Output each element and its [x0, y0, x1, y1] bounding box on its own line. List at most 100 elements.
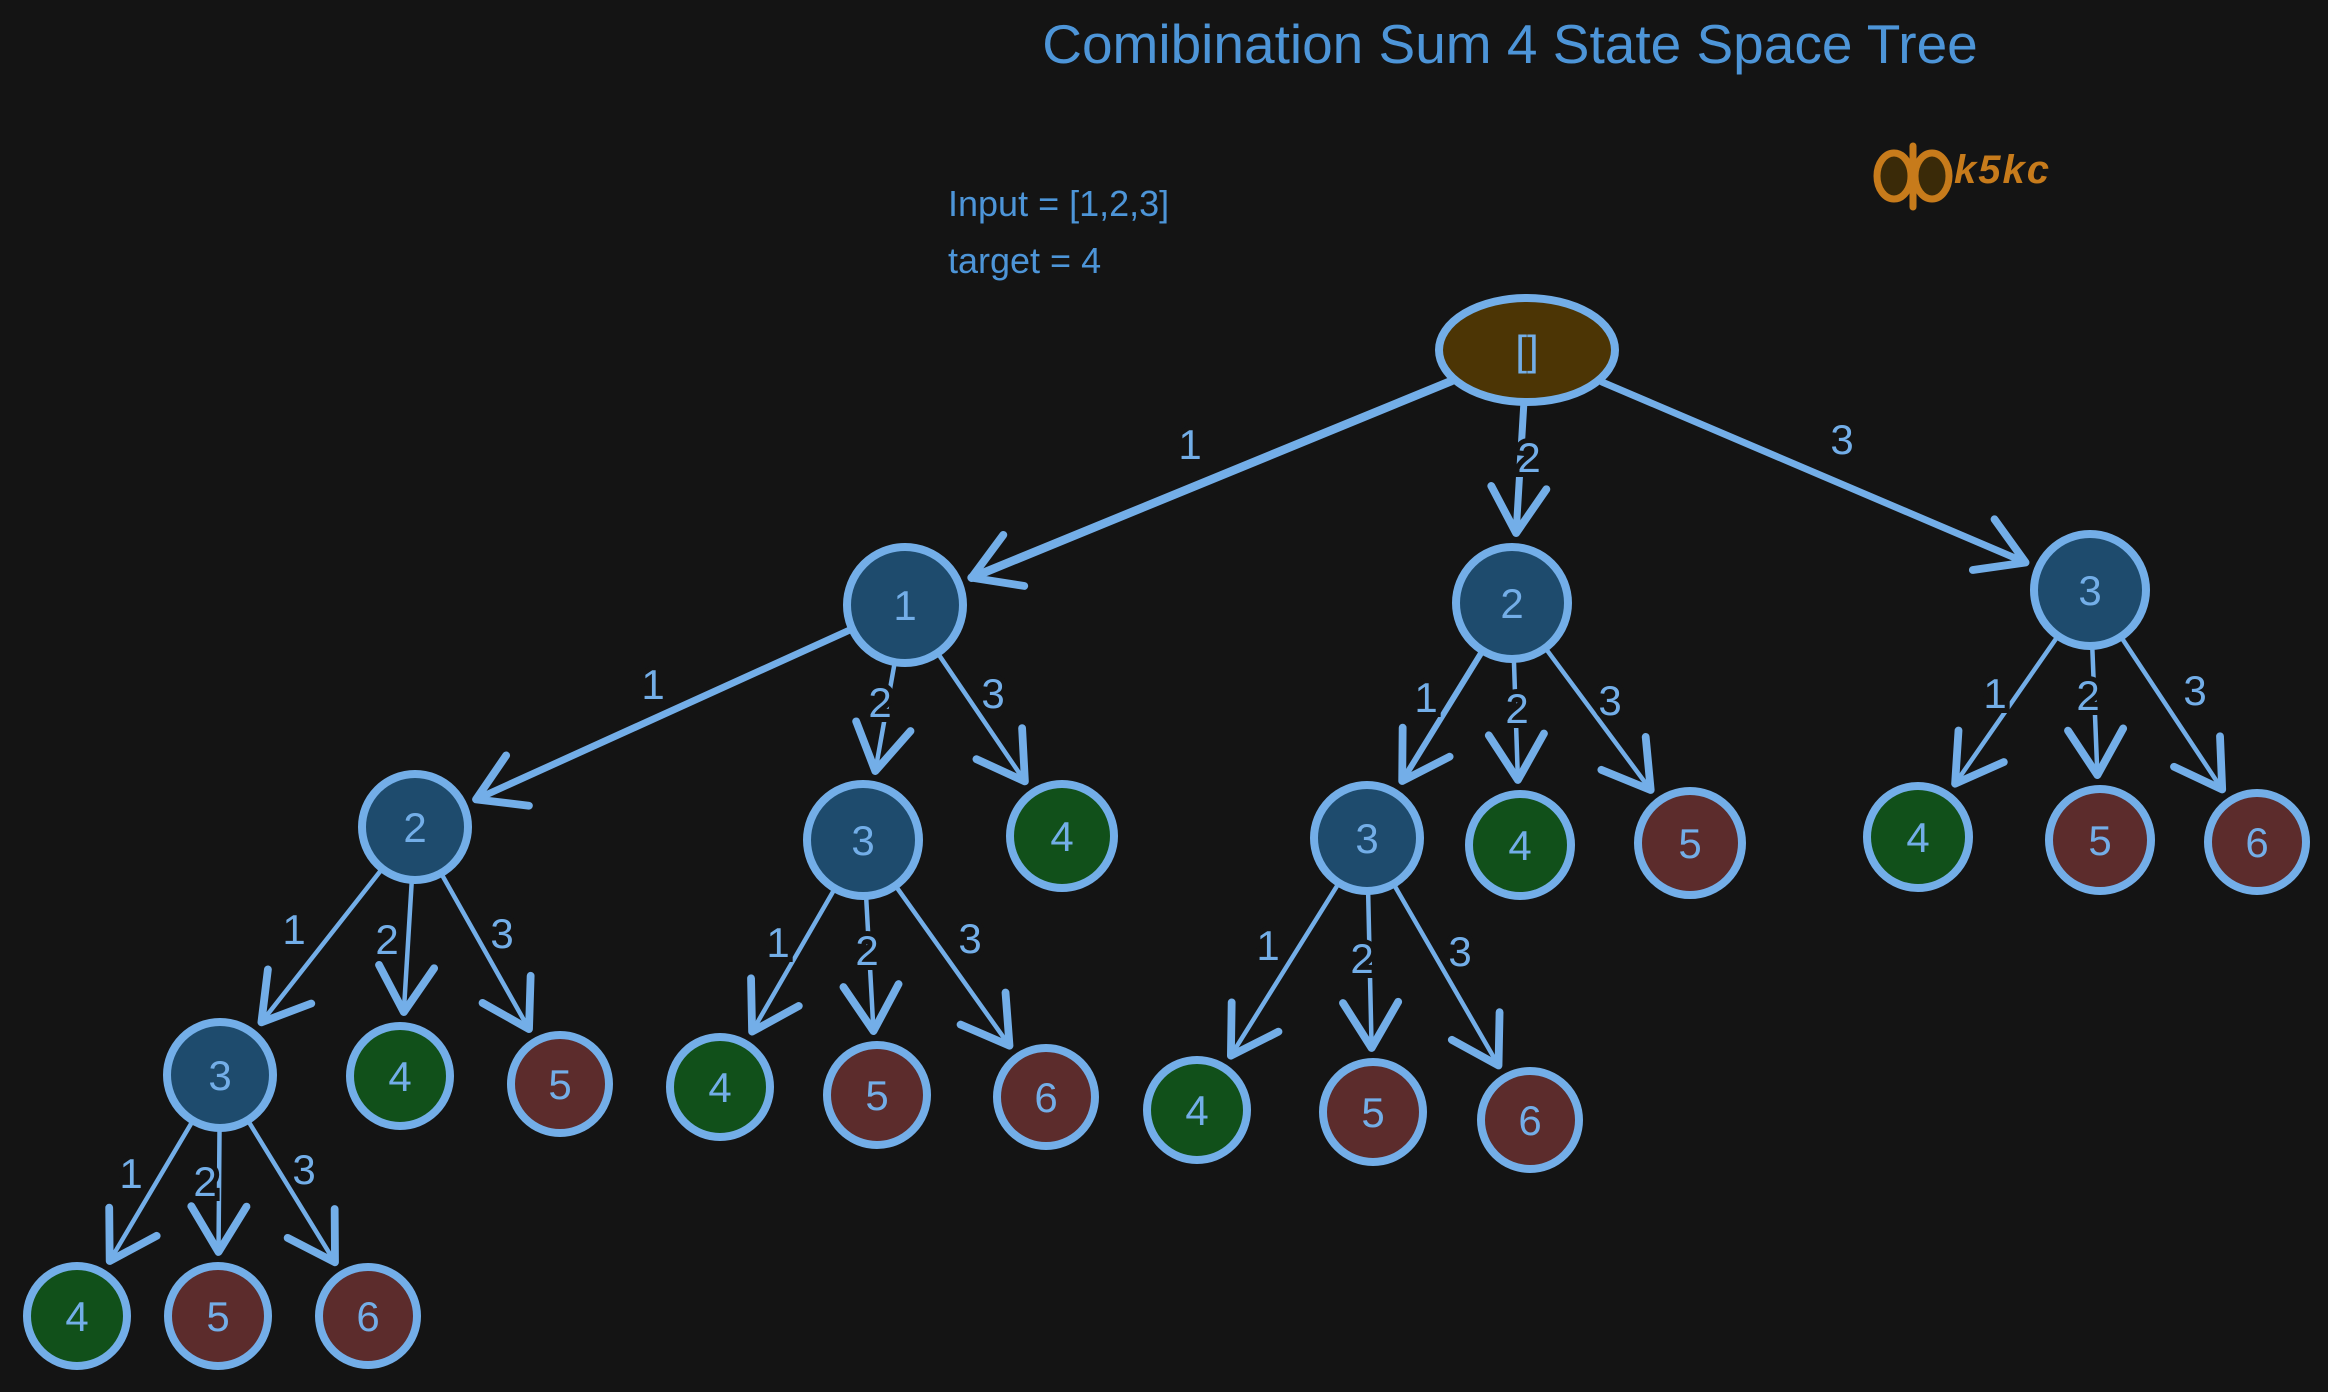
tree-node-label-1.3.5: 5	[865, 1072, 888, 1119]
edge-label-1.2-to-1.2.4: 2	[375, 916, 398, 963]
edge-label-1.3-to-1.3.6: 3	[958, 915, 981, 962]
tree-node-label-3.4: 4	[1906, 814, 1929, 861]
tree-edge-2.3-to-2.3.6	[1393, 885, 1504, 1070]
butterfly-lens-icon	[1873, 142, 1953, 211]
edge-label-1-to-1.4: 3	[981, 670, 1004, 717]
tree-edge-1.2-to-1.2.3	[257, 869, 383, 1027]
tree-node-1.3.6	[993, 1044, 1099, 1150]
tree-node-label-1.3.6: 6	[1034, 1074, 1057, 1121]
edge-label-1.3-to-1.3.5: 2	[855, 927, 878, 974]
tree-edge-root-to-2	[1487, 402, 1551, 537]
tree-edge-3-to-3.4	[1951, 636, 2058, 788]
tree-node-label-2.5: 5	[1678, 820, 1701, 867]
tree-node-label-1.2.4: 4	[388, 1053, 411, 1100]
edge-label-3-to-3.5: 2	[2076, 672, 2099, 719]
tree-node-2.3.4	[1143, 1056, 1251, 1164]
tree-node-label-1.4: 4	[1050, 813, 1073, 860]
tree-node-1.2.3.6	[315, 1263, 421, 1369]
logo-text: k5kc	[1954, 148, 2051, 192]
tree-node-label-1: 1	[893, 582, 916, 629]
tree-node-label-1.3.4: 4	[708, 1064, 731, 1111]
tree-node-label-2: 2	[1500, 580, 1523, 627]
edge-label-2-to-2.5: 3	[1598, 677, 1621, 724]
tree-node-label-2.3: 3	[1355, 815, 1378, 862]
tree-node-3.5	[2045, 785, 2155, 895]
input-annotation: Input = [1,2,3]	[948, 183, 1170, 224]
tree-node-label-2.4: 4	[1508, 822, 1531, 869]
tree-node-1	[843, 543, 967, 667]
tree-edge-1-to-1.4	[937, 654, 1029, 786]
tree-edge-2-to-2.5	[1545, 648, 1655, 794]
tree-node-2.5	[1634, 787, 1746, 899]
tree-node-2.4	[1465, 790, 1575, 900]
tree-edge-1.2.3-to-1.2.3.5	[187, 1129, 251, 1256]
tree-node-label-2.3.5: 5	[1361, 1089, 1384, 1136]
tree-node-label-2.3.6: 6	[1518, 1097, 1541, 1144]
tree-node-label-3.6: 6	[2245, 819, 2268, 866]
tree-node-label-1.2.3.5: 5	[206, 1293, 229, 1340]
edge-label-2-to-2.3: 1	[1414, 674, 1437, 721]
edge-label-3-to-3.6: 3	[2183, 667, 2206, 714]
tree-edge-1.3-to-1.3.6	[895, 886, 1014, 1050]
edge-label-1.2.3-to-1.2.3.6: 3	[292, 1146, 315, 1193]
tree-node-1.2.3	[163, 1018, 277, 1132]
edge-label-1.2-to-1.2.5: 3	[490, 910, 513, 957]
tree-node-label-1.2: 2	[403, 804, 426, 851]
tree-node-1.3.4	[666, 1033, 774, 1141]
tree-edge-2-to-2.3	[1398, 651, 1484, 785]
edge-label-1.2.3-to-1.2.3.5: 2	[193, 1158, 216, 1205]
tree-node-2.3.5	[1319, 1058, 1427, 1166]
edge-label-2.3-to-2.3.4: 1	[1256, 922, 1279, 969]
tree-node-1.2.3.5	[164, 1262, 272, 1370]
edge-label-root-to-1: 1	[1178, 421, 1201, 468]
target-annotation: target = 4	[948, 240, 1102, 281]
edge-label-1-to-1.3: 2	[868, 679, 891, 726]
tree-edge-root-to-3	[1598, 378, 2030, 574]
tree-node-1.3	[803, 780, 923, 900]
tree-node-1.2	[358, 770, 472, 884]
tree-node-label-root: []	[1515, 327, 1538, 374]
tree-node-2.3	[1310, 781, 1424, 895]
tree-edge-1-to-1.2	[472, 627, 852, 810]
tree-node-2.3.6	[1477, 1067, 1583, 1173]
tree-edge-2.3-to-2.3.4	[1227, 884, 1340, 1060]
tree-node-3.6	[2204, 789, 2310, 895]
tree-node-1.3.5	[823, 1041, 931, 1149]
tree-edge-root-to-1	[967, 376, 1456, 590]
tree-node-label-1.3: 3	[851, 817, 874, 864]
tree-node-1.2.3.4	[23, 1262, 131, 1370]
tree-edge-1-to-1.3	[852, 663, 915, 775]
edge-label-1.3-to-1.3.4: 1	[766, 919, 789, 966]
tree-node-label-1.2.3.6: 6	[356, 1293, 379, 1340]
tree-node-1.4	[1006, 780, 1118, 892]
edge-label-1-to-1.2: 1	[641, 661, 664, 708]
edge-label-2.3-to-2.3.6: 3	[1448, 928, 1471, 975]
page-title: Comibination Sum 4 State Space Tree	[1042, 13, 1978, 75]
tree-edge-1.2-to-1.2.5	[440, 874, 535, 1033]
tree-edge-1.3-to-1.3.4	[747, 889, 836, 1036]
tree-edge-1.2.3-to-1.2.3.4	[105, 1121, 194, 1265]
tree-node-label-1.2.3: 3	[208, 1052, 231, 1099]
edge-label-2-to-2.4: 2	[1505, 685, 1528, 732]
edge-label-root-to-3: 3	[1830, 416, 1853, 463]
tree-edge-2-to-2.4	[1484, 660, 1548, 784]
tree-node-1.2.4	[346, 1022, 454, 1130]
tree-edges-layer: 1 2 3 1 2 3 1 2 3 1 2 3 1 2 3 1 2 3 1 2 3 1 2 3	[105, 376, 2227, 1267]
tree-edge-3-to-3.6	[2120, 637, 2227, 794]
tree-node-3.4	[1863, 782, 1973, 892]
tree-node-1.2.5	[507, 1031, 613, 1137]
tree-edge-1.2.3-to-1.2.3.6	[247, 1121, 339, 1267]
edge-label-2.3-to-2.3.5: 2	[1350, 935, 1373, 982]
tree-node-label-1.2.3.4: 4	[65, 1293, 88, 1340]
edge-label-1.2-to-1.2.3: 1	[282, 906, 305, 953]
tree-node-label-1.2.5: 5	[548, 1061, 571, 1108]
tree-edge-2.3-to-2.3.5	[1339, 892, 1403, 1052]
edge-label-root-to-2: 2	[1517, 434, 1540, 481]
tree-node-label-2.3.4: 4	[1185, 1087, 1208, 1134]
edge-label-3-to-3.4: 1	[1983, 670, 2006, 717]
tree-edge-3-to-3.5	[2064, 647, 2128, 779]
tree-edge-1.3-to-1.3.5	[839, 897, 903, 1035]
tree-node-label-3: 3	[2078, 567, 2101, 614]
